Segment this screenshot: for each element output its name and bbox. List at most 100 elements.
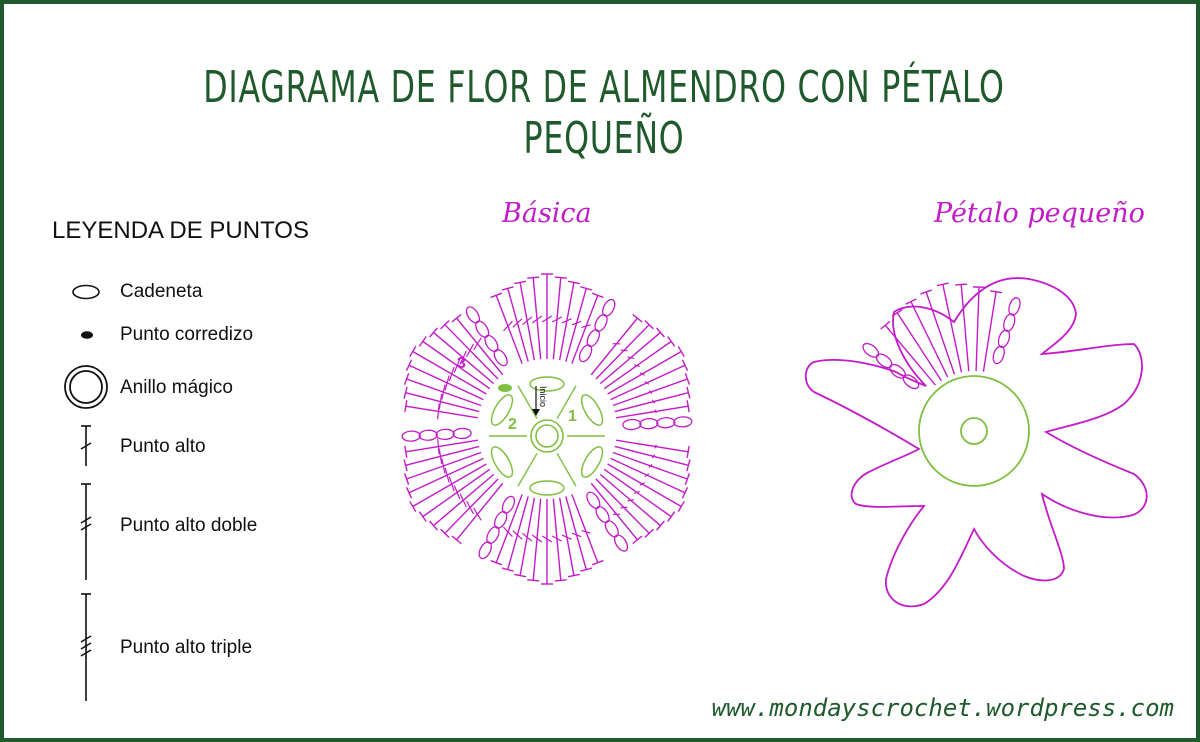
stitch-top-mark <box>403 373 410 385</box>
stitch-mark <box>495 494 523 563</box>
chain-mark <box>493 510 508 529</box>
stitch-mark <box>495 295 523 364</box>
stitch-slash-mark <box>441 458 446 474</box>
stitch-top-mark <box>990 290 1003 294</box>
center-circle <box>918 375 1030 487</box>
stitch-top-mark <box>667 336 676 347</box>
chain-mark <box>418 429 438 441</box>
petal-sample-stitches <box>862 282 1021 390</box>
chain-mark <box>862 342 880 358</box>
magic-ring-icon <box>64 365 108 409</box>
round-1-number: 1 <box>568 408 577 425</box>
stitch-top-mark <box>429 327 438 338</box>
chain-mark <box>602 298 616 317</box>
stitch-mark <box>412 463 487 508</box>
stitch-slash-mark <box>444 375 450 391</box>
stitch-top-mark <box>656 520 665 531</box>
stitch-slash-mark <box>651 454 656 459</box>
basic-diagram-label: Básica <box>502 198 592 229</box>
stitch-mark <box>595 478 650 534</box>
stitch-top-mark <box>580 286 593 291</box>
legend-label-dtr: Punto alto triple <box>120 637 253 658</box>
legend-label-ring: Anillo mágico <box>120 377 233 398</box>
stitch-top-mark <box>591 559 604 566</box>
double-crochet-icon <box>80 425 92 466</box>
stitch-mark <box>405 445 480 466</box>
stitch-slash-mark <box>561 534 572 540</box>
stitch-top-mark <box>684 373 691 385</box>
stitch-top-mark <box>404 445 408 458</box>
stitch-top-mark <box>955 283 968 286</box>
legend-label-tr: Punto alto doble <box>120 515 258 536</box>
stitch-slash-mark <box>512 318 523 328</box>
stitch-mark <box>571 494 599 563</box>
chain-mark <box>578 344 593 363</box>
footer-url[interactable]: www.mondayscrochet.wordpress.com <box>711 694 1174 722</box>
legend-label-chain: Cadeneta <box>120 281 203 302</box>
stitch-top-mark <box>677 500 685 513</box>
stitch-slash-mark <box>654 409 657 414</box>
stitch-top-mark <box>403 459 408 472</box>
stitch-slash-mark <box>644 473 650 477</box>
slip-stitch-mark <box>498 384 512 392</box>
chain-mark <box>875 353 893 369</box>
stitch-mark <box>615 405 689 419</box>
chain-mark <box>656 417 676 429</box>
stitch-top-mark <box>501 286 514 291</box>
stitch-slash-mark <box>644 381 650 385</box>
chain-mark <box>613 534 629 552</box>
stitch-top-mark <box>567 573 580 578</box>
chain-mark <box>452 427 472 440</box>
stitch-mark <box>610 457 686 494</box>
chain-mark <box>484 334 499 353</box>
chain-mark <box>595 505 610 524</box>
stitch-slash-mark <box>639 482 645 486</box>
stitch-top-mark <box>920 289 933 295</box>
legend-label-dc: Punto alto <box>120 436 206 457</box>
stitch-slash-mark <box>438 448 443 465</box>
chain-mark <box>493 349 508 367</box>
stitch-slash-mark <box>441 384 446 400</box>
stitch-slash-mark <box>627 356 635 359</box>
legend-icons <box>64 284 108 701</box>
stitch-top-mark <box>554 276 567 279</box>
stitch-slash-mark <box>620 349 628 352</box>
legend-label-slip: Punto corredizo <box>120 324 254 345</box>
chain-mark <box>594 313 608 332</box>
stitch-slash-mark <box>651 399 656 404</box>
stitch-slash-mark <box>541 535 553 543</box>
stitch-mark <box>507 288 529 362</box>
start-arrow <box>532 386 540 416</box>
stitch-mark <box>603 468 672 518</box>
stitch-mark <box>590 482 638 541</box>
stitch-top-mark <box>686 386 691 399</box>
stitch-mark <box>960 284 970 372</box>
stitch-slash-mark <box>581 529 591 534</box>
dc-stitch-mark <box>517 452 538 487</box>
stitch-mark <box>552 498 562 581</box>
stitch-top-mark <box>936 282 949 287</box>
stitch-slash-mark <box>639 372 645 376</box>
stitch-slash-mark <box>503 321 513 332</box>
chain-mark <box>639 417 659 430</box>
stitch-top-mark <box>567 280 580 285</box>
stitch-mark <box>565 288 587 362</box>
stitch-top-mark <box>667 511 676 522</box>
chain-mark <box>889 363 906 379</box>
stitch-mark <box>571 295 599 364</box>
stitch-slash-mark <box>437 438 440 455</box>
stitch-top-mark <box>684 473 691 485</box>
stitch-top-mark <box>429 520 438 531</box>
stitch-mark <box>603 340 672 390</box>
chain-mark <box>902 374 920 390</box>
chain-mark <box>465 306 481 324</box>
stitch-mark <box>942 284 963 373</box>
stitch-top-mark <box>490 292 503 299</box>
chain-loop-mark <box>529 480 565 496</box>
stitch-top-mark <box>451 313 462 323</box>
stitch-mark <box>610 364 686 401</box>
stitch-slash-mark <box>453 485 461 500</box>
stitch-slash-mark <box>453 358 461 373</box>
stitch-slash-mark <box>531 534 543 543</box>
